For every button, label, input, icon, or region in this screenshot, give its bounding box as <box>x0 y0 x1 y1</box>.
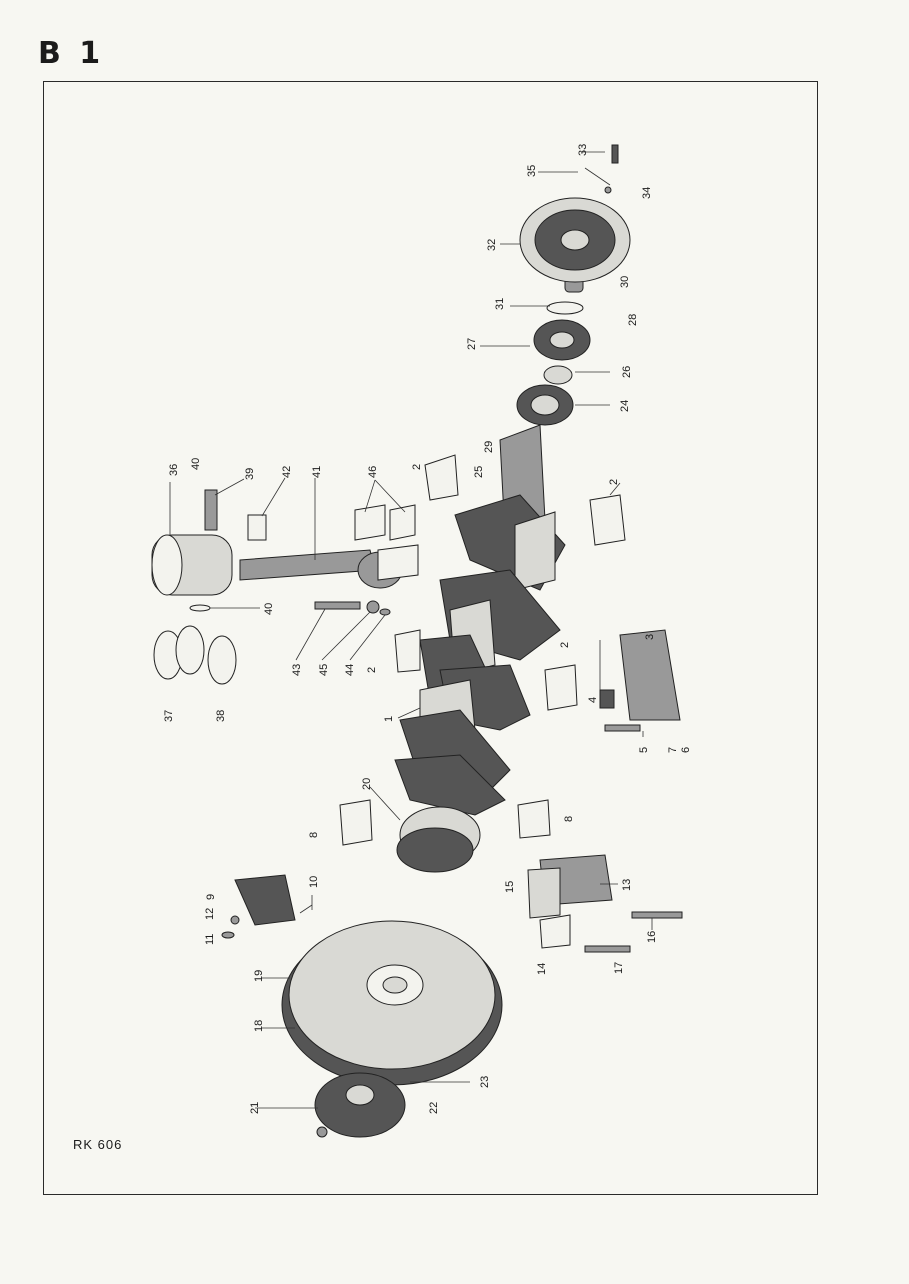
drawing-code: RK 606 <box>73 1137 123 1152</box>
callout-31: 31 <box>494 298 506 310</box>
callout-41: 41 <box>311 466 323 478</box>
callout-labels: 1 2 2 2 2 3 4 5 6 7 8 8 9 10 11 12 13 14… <box>163 144 692 1114</box>
clutch-disc <box>314 1072 406 1138</box>
callout-13: 13 <box>621 879 633 891</box>
callout-46: 46 <box>367 466 379 478</box>
callout-7: 7 <box>667 747 679 753</box>
bearing-caps <box>527 629 683 953</box>
callout-17: 17 <box>613 962 625 974</box>
callout-42: 42 <box>281 466 293 478</box>
callout-16: 16 <box>646 931 658 943</box>
callout-9: 9 <box>205 894 217 900</box>
drawing-frame <box>43 81 818 1195</box>
callout-11: 11 <box>204 934 216 945</box>
callout-27: 27 <box>466 338 478 350</box>
piston-and-connecting-rod <box>151 489 419 685</box>
callout-18: 18 <box>253 1020 265 1032</box>
callout-32: 32 <box>486 239 498 251</box>
callout-1: 1 <box>383 716 395 722</box>
callout-36: 36 <box>168 464 180 476</box>
leader-lines <box>169 151 653 1109</box>
callout-33: 33 <box>577 144 589 156</box>
callout-3: 3 <box>644 634 656 640</box>
callout-29: 29 <box>483 441 495 453</box>
callout-2: 2 <box>366 667 378 673</box>
callout-30: 30 <box>619 276 631 288</box>
callout-23: 23 <box>479 1076 491 1088</box>
callout-43: 43 <box>291 664 303 676</box>
callout-20: 20 <box>361 778 373 790</box>
callout-8: 8 <box>308 832 320 838</box>
callout-34: 34 <box>641 187 653 199</box>
callout-40: 40 <box>190 458 202 470</box>
callout-45: 45 <box>318 664 330 676</box>
callout-4: 4 <box>587 697 599 703</box>
callout-12: 12 <box>204 908 216 920</box>
callout-19: 19 <box>253 970 265 982</box>
callout-2: 2 <box>411 464 423 470</box>
callout-25: 25 <box>473 466 485 478</box>
callout-35: 35 <box>526 165 538 177</box>
callout-22: 22 <box>428 1102 440 1114</box>
callout-24: 24 <box>619 400 631 412</box>
flywheel <box>281 920 503 1086</box>
callout-6: 6 <box>680 747 692 753</box>
callout-40: 40 <box>263 603 275 615</box>
rear-seal-housing <box>221 874 313 939</box>
callout-5: 5 <box>638 747 650 753</box>
bearing-shells <box>339 454 626 846</box>
callout-10: 10 <box>308 876 320 888</box>
callout-2: 2 <box>608 479 620 485</box>
callout-26: 26 <box>621 366 633 378</box>
callout-28: 28 <box>627 314 639 326</box>
timing-gear-and-pulley <box>516 144 631 426</box>
callout-39: 39 <box>244 468 256 480</box>
callout-37: 37 <box>163 710 175 722</box>
callout-44: 44 <box>344 664 356 676</box>
callout-14: 14 <box>536 963 548 975</box>
callout-8: 8 <box>563 816 575 822</box>
page-section-label: B 1 <box>38 36 105 71</box>
callout-21: 21 <box>249 1102 261 1114</box>
callout-38: 38 <box>215 710 227 722</box>
callout-2: 2 <box>559 642 571 648</box>
callout-15: 15 <box>504 881 516 893</box>
crankshaft <box>394 424 566 873</box>
